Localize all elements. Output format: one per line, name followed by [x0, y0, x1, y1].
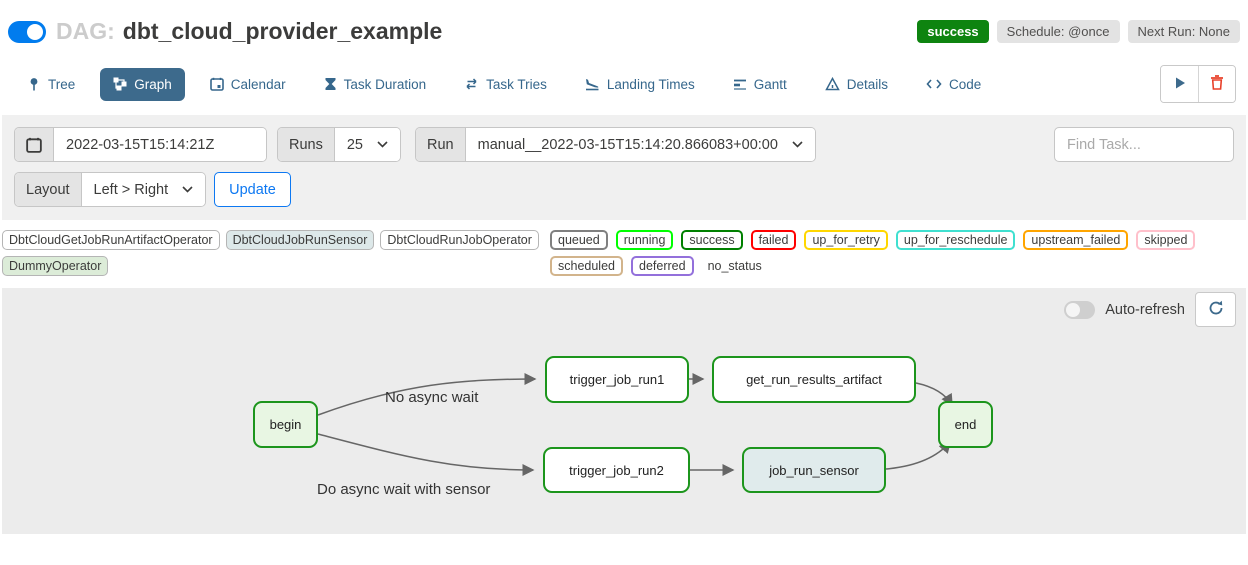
chevron-down-icon	[792, 141, 803, 148]
delete-dag-button[interactable]	[1198, 66, 1235, 102]
runs-group: Runs 25	[277, 127, 401, 162]
legend-status[interactable]: upstream_failed	[1023, 230, 1129, 250]
edge-label-no-async-wait: No async wait	[385, 389, 479, 406]
repeat-icon	[464, 77, 479, 91]
legend-no-status: no_status	[707, 259, 762, 273]
task-node-trigger-job-run2[interactable]: trigger_job_run2	[543, 447, 690, 493]
filter-panel: Runs 25 Run manual__2022-03-15T15:14:20.…	[2, 115, 1246, 220]
tab-gantt[interactable]: Gantt	[720, 68, 800, 101]
task-node-begin[interactable]: begin	[253, 401, 318, 448]
gantt-icon	[733, 77, 747, 91]
base-date-input[interactable]	[54, 128, 266, 161]
plane-landing-icon	[585, 77, 600, 91]
dag-status-badge: success	[917, 20, 989, 43]
calendar-icon	[209, 77, 224, 91]
calendar-addon-icon[interactable]	[15, 128, 54, 161]
auto-refresh-label: Auto-refresh	[1105, 301, 1185, 318]
chevron-down-icon	[377, 141, 388, 148]
legend-status[interactable]: scheduled	[550, 256, 623, 276]
legend: DbtCloudGetJobRunArtifactOperator DbtClo…	[0, 220, 1248, 284]
layout-label: Layout	[15, 173, 82, 206]
dag-header: DAG: dbt_cloud_provider_example success …	[0, 0, 1248, 51]
legend-status[interactable]: up_for_reschedule	[895, 230, 1016, 250]
hourglass-icon	[324, 77, 337, 91]
update-button[interactable]: Update	[214, 172, 291, 207]
task-node-job-run-sensor[interactable]: job_run_sensor	[742, 447, 886, 493]
task-node-trigger-job-run1[interactable]: trigger_job_run1	[545, 356, 689, 403]
dag-pause-toggle[interactable]	[8, 20, 46, 43]
graph-icon	[113, 77, 127, 91]
legend-operator: DbtCloudJobRunSensor	[225, 230, 375, 250]
task-node-end[interactable]: end	[938, 401, 993, 448]
legend-operator: DummyOperator	[2, 256, 109, 276]
details-icon	[824, 77, 840, 91]
code-icon	[926, 77, 942, 91]
dag-prefix-label: DAG:	[56, 18, 115, 44]
schedule-badge: Schedule: @once	[996, 20, 1120, 43]
dag-action-buttons	[1160, 65, 1236, 103]
base-date-group	[14, 127, 267, 162]
legend-status[interactable]: success	[681, 230, 743, 250]
layout-select[interactable]: Left > Right	[81, 173, 206, 206]
chevron-down-icon	[182, 186, 193, 193]
toggle-knob	[27, 23, 43, 40]
run-select[interactable]: manual__2022-03-15T15:14:20.866083+00:00	[465, 128, 815, 161]
task-node-get-run-results-artifact[interactable]: get_run_results_artifact	[712, 356, 916, 403]
legend-operator: DbtCloudGetJobRunArtifactOperator	[2, 230, 220, 250]
layout-group: Layout Left > Right	[14, 172, 207, 207]
tab-graph[interactable]: Graph	[100, 67, 185, 101]
tree-icon	[27, 77, 41, 91]
run-group: Run manual__2022-03-15T15:14:20.866083+0…	[415, 127, 816, 162]
tab-calendar[interactable]: Calendar	[197, 68, 299, 101]
trash-icon	[1210, 75, 1224, 93]
tab-task-tries[interactable]: Task Tries	[451, 68, 560, 101]
refresh-icon	[1208, 300, 1224, 319]
runs-label: Runs	[278, 128, 335, 161]
trigger-dag-button[interactable]	[1161, 66, 1198, 102]
legend-status[interactable]: running	[615, 230, 674, 250]
tab-tree[interactable]: Tree	[14, 68, 88, 101]
tab-landing-times[interactable]: Landing Times	[572, 68, 708, 101]
tab-details[interactable]: Details	[812, 68, 901, 101]
play-icon	[1173, 76, 1187, 93]
runs-select[interactable]: 25	[334, 128, 400, 161]
tab-code[interactable]: Code	[913, 68, 994, 101]
dag-title: dbt_cloud_provider_example	[122, 18, 443, 44]
next-run-badge: Next Run: None	[1127, 20, 1240, 43]
graph-canvas: Auto-refresh begin trigger_job_run1 get_…	[2, 288, 1246, 534]
legend-status[interactable]: up_for_retry	[804, 230, 888, 250]
auto-refresh-toggle[interactable]	[1064, 300, 1096, 319]
legend-status[interactable]: deferred	[631, 256, 694, 276]
status-legend: queued running success failed up_for_ret…	[550, 230, 1246, 276]
view-tabbar: Tree Graph Calendar Task Duration Task T…	[0, 51, 1248, 113]
legend-status[interactable]: skipped	[1136, 230, 1196, 250]
operator-legend: DbtCloudGetJobRunArtifactOperator DbtClo…	[2, 230, 550, 276]
edge-label-do-async-wait: Do async wait with sensor	[317, 481, 491, 498]
legend-operator: DbtCloudRunJobOperator	[380, 230, 539, 250]
legend-status[interactable]: failed	[750, 230, 797, 250]
tab-task-duration[interactable]: Task Duration	[311, 68, 440, 101]
run-label: Run	[416, 128, 466, 161]
toggle-knob	[1066, 302, 1081, 317]
dag-edges	[317, 373, 953, 476]
legend-status[interactable]: queued	[550, 230, 608, 250]
refresh-button[interactable]	[1195, 292, 1236, 327]
find-task-input[interactable]	[1054, 127, 1234, 162]
